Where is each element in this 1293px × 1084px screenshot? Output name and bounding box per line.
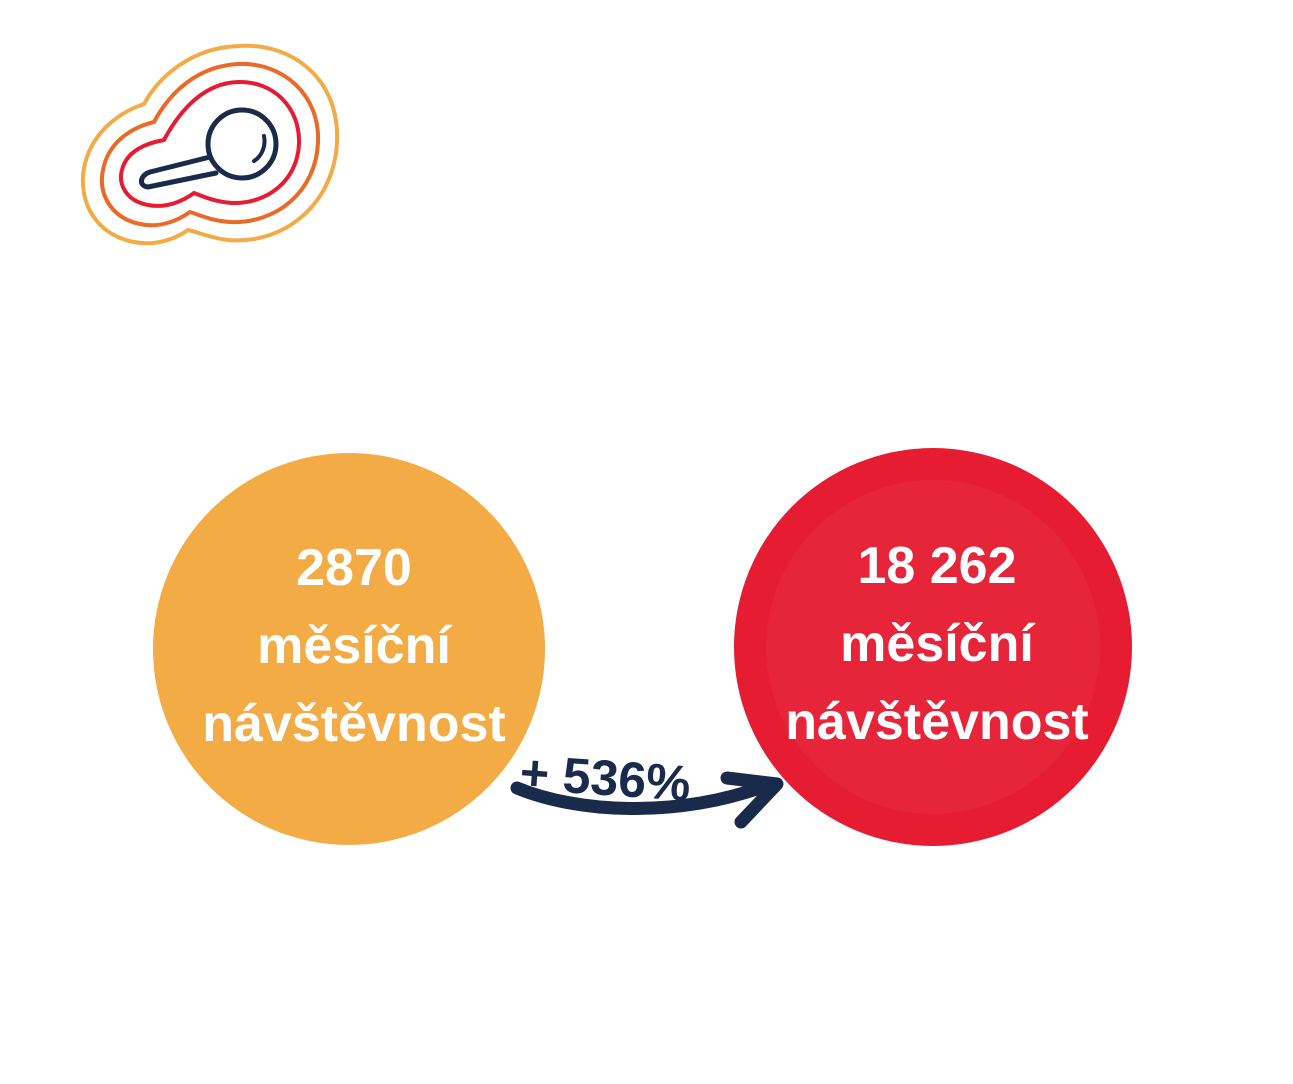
before-visits-circle: 2870 měsíční návštěvnost xyxy=(153,453,545,845)
before-visits-label-line1: měsíční xyxy=(257,617,451,675)
before-visits-text: 2870 měsíční návštěvnost xyxy=(202,529,505,763)
curved-arrow-right-icon xyxy=(510,771,784,829)
after-visits-value: 18 262 xyxy=(857,537,1017,595)
after-visits-label-line2: návštěvnost xyxy=(785,693,1089,751)
before-visits-value: 2870 xyxy=(296,539,412,597)
brand-logo xyxy=(78,40,343,250)
before-visits-label-line2: návštěvnost xyxy=(202,695,506,753)
magnifier-rings-logo-icon xyxy=(80,43,340,246)
growth-percentage-label: + 536% xyxy=(518,744,693,812)
after-visits-text: 18 262 měsíční návštěvnost xyxy=(785,527,1088,761)
after-visits-circle: 18 262 měsíční návštěvnost xyxy=(734,448,1132,846)
after-visits-label-line1: měsíční xyxy=(840,615,1034,673)
